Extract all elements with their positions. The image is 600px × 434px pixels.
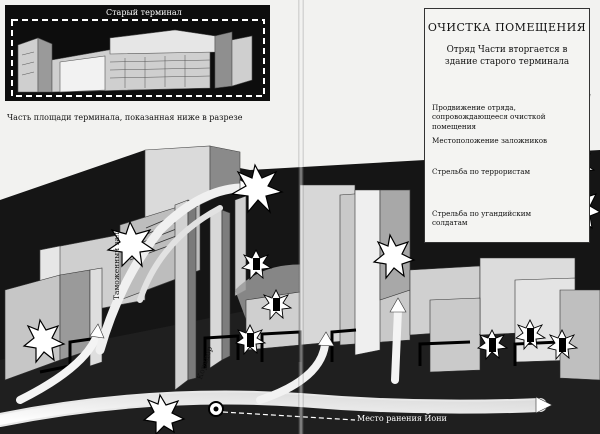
soldier-firing-icon xyxy=(546,328,579,361)
explosion-icon xyxy=(22,318,66,364)
soldier-firing-icon xyxy=(240,248,273,281)
page-gutter xyxy=(298,0,304,434)
soldier-firing-icon xyxy=(234,323,267,356)
doorways xyxy=(39,328,561,374)
explosion-icon xyxy=(106,220,156,268)
legend-item-fire-ugandans: Стрельба по угандийским солдатам xyxy=(432,209,532,228)
section-caption: Часть площади терминала, показанная ниже… xyxy=(7,113,243,122)
walls xyxy=(4,145,600,391)
soldier-firing-icon xyxy=(476,328,509,361)
old-terminal-inset xyxy=(5,5,270,101)
explosion-icon xyxy=(142,393,186,434)
customs-hall-label: Таможенный зал xyxy=(112,232,121,300)
soldier-firing-icon xyxy=(514,318,547,351)
yoni-wound-label: Место ранения Йони xyxy=(357,414,447,423)
legend-title: ОЧИСТКА ПОМЕЩЕНИЯ xyxy=(427,21,587,34)
explosion-icon xyxy=(230,163,284,214)
explosions xyxy=(22,163,416,434)
explosion-icon xyxy=(372,233,416,280)
yoni-wound-marker xyxy=(208,401,356,421)
legend: ОЧИСТКА ПОМЕЩЕНИЯ Отряд Части вторгается… xyxy=(424,8,590,243)
legend-subtitle: Отряд Части вторгается в здание старого … xyxy=(444,45,570,67)
legend-item-advance: Продвижение отряда, сопровождающееся очи… xyxy=(432,103,546,131)
legend-item-fire-terrorists: Стрельба по террористам xyxy=(432,167,531,176)
soldiers-firing xyxy=(234,248,579,361)
inset-label: Старый терминал xyxy=(106,8,182,17)
soldier-firing-icon xyxy=(260,288,293,321)
legend-item-hostages: Местоположение заложников xyxy=(432,136,548,145)
